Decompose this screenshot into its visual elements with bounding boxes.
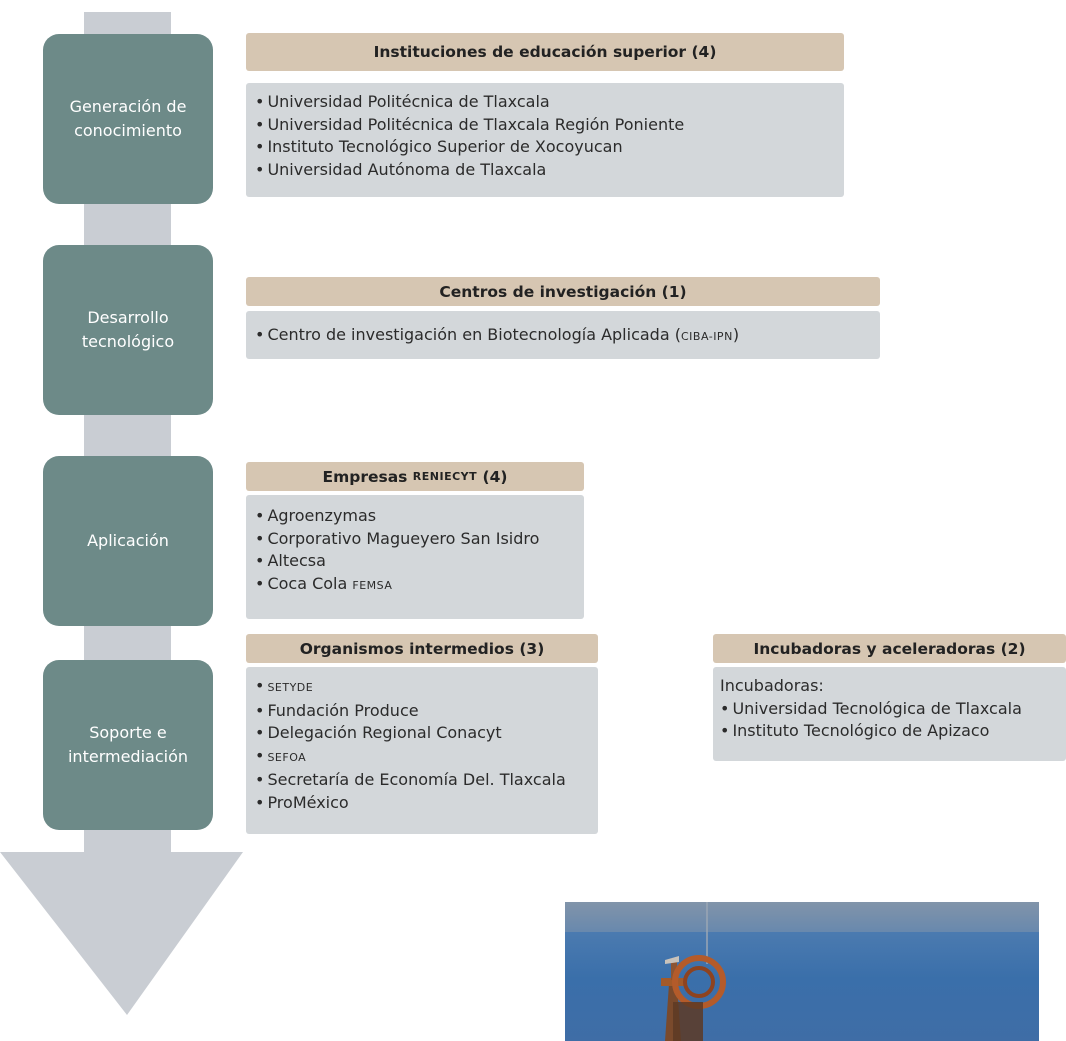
list-item: Altecsa (255, 550, 576, 573)
list-item: Universidad Politécnica de Tlaxcala (255, 91, 836, 114)
list-item: Coca Cola FEMSA (255, 573, 576, 598)
incubadoras-intro: Incubadoras: (720, 676, 824, 695)
organismos-list: SETYDE Fundación Produce Delegación Regi… (246, 667, 598, 834)
empresas-header: Empresas RENIECYT (4) (246, 462, 584, 491)
list-item: SETYDE (255, 675, 590, 700)
list-item: Delegación Regional Conacyt (255, 722, 590, 745)
photo-illustration (565, 902, 1039, 1041)
organismos-header: Organismos intermedios (3) (246, 634, 598, 663)
list-item: Fundación Produce (255, 700, 590, 723)
list-item: Universidad Tecnológica de Tlaxcala (720, 698, 1058, 721)
stage-aplicacion: Aplicación (43, 456, 213, 626)
list-item: Universidad Politécnica de Tlaxcala Regi… (255, 114, 836, 137)
incubadoras-header: Incubadoras y aceleradoras (2) (713, 634, 1066, 663)
centros-title: Centros de investigación (1) (439, 282, 687, 301)
incubadoras-title: Incubadoras y aceleradoras (2) (753, 639, 1026, 658)
stage-soporte: Soporte e intermediación (43, 660, 213, 830)
list-item: Agroenzymas (255, 505, 576, 528)
list-item: Instituto Tecnológico de Apizaco (720, 720, 1058, 743)
organismos-title: Organismos intermedios (3) (299, 639, 545, 658)
list-item: Universidad Autónoma de Tlaxcala (255, 159, 836, 182)
decorative-photo (565, 902, 1039, 1041)
centros-header: Centros de investigación (1) (246, 277, 880, 306)
list-item: Instituto Tecnológico Superior de Xocoyu… (255, 136, 836, 159)
list-item: Centro de investigación en Biotecnología… (255, 324, 872, 349)
list-item: Corporativo Magueyero San Isidro (255, 528, 576, 551)
stage-generacion: Generación de conocimiento (43, 34, 213, 204)
ies-list: Universidad Politécnica de Tlaxcala Univ… (246, 83, 844, 197)
centros-list: Centro de investigación en Biotecnología… (246, 311, 880, 359)
stage-desarrollo: Desarrollo tecnológico (43, 245, 213, 415)
flow-arrow-head (0, 852, 243, 1015)
empresas-list: Agroenzymas Corporativo Magueyero San Is… (246, 495, 584, 619)
list-item: SEFOA (255, 745, 590, 770)
ies-title: Instituciones de educación superior (4) (373, 43, 717, 61)
list-item: ProMéxico (255, 792, 590, 815)
ies-header: Instituciones de educación superior (4) (246, 33, 844, 71)
list-item: Secretaría de Economía Del. Tlaxcala (255, 769, 590, 792)
incubadoras-list: Incubadoras: Universidad Tecnológica de … (713, 667, 1066, 761)
